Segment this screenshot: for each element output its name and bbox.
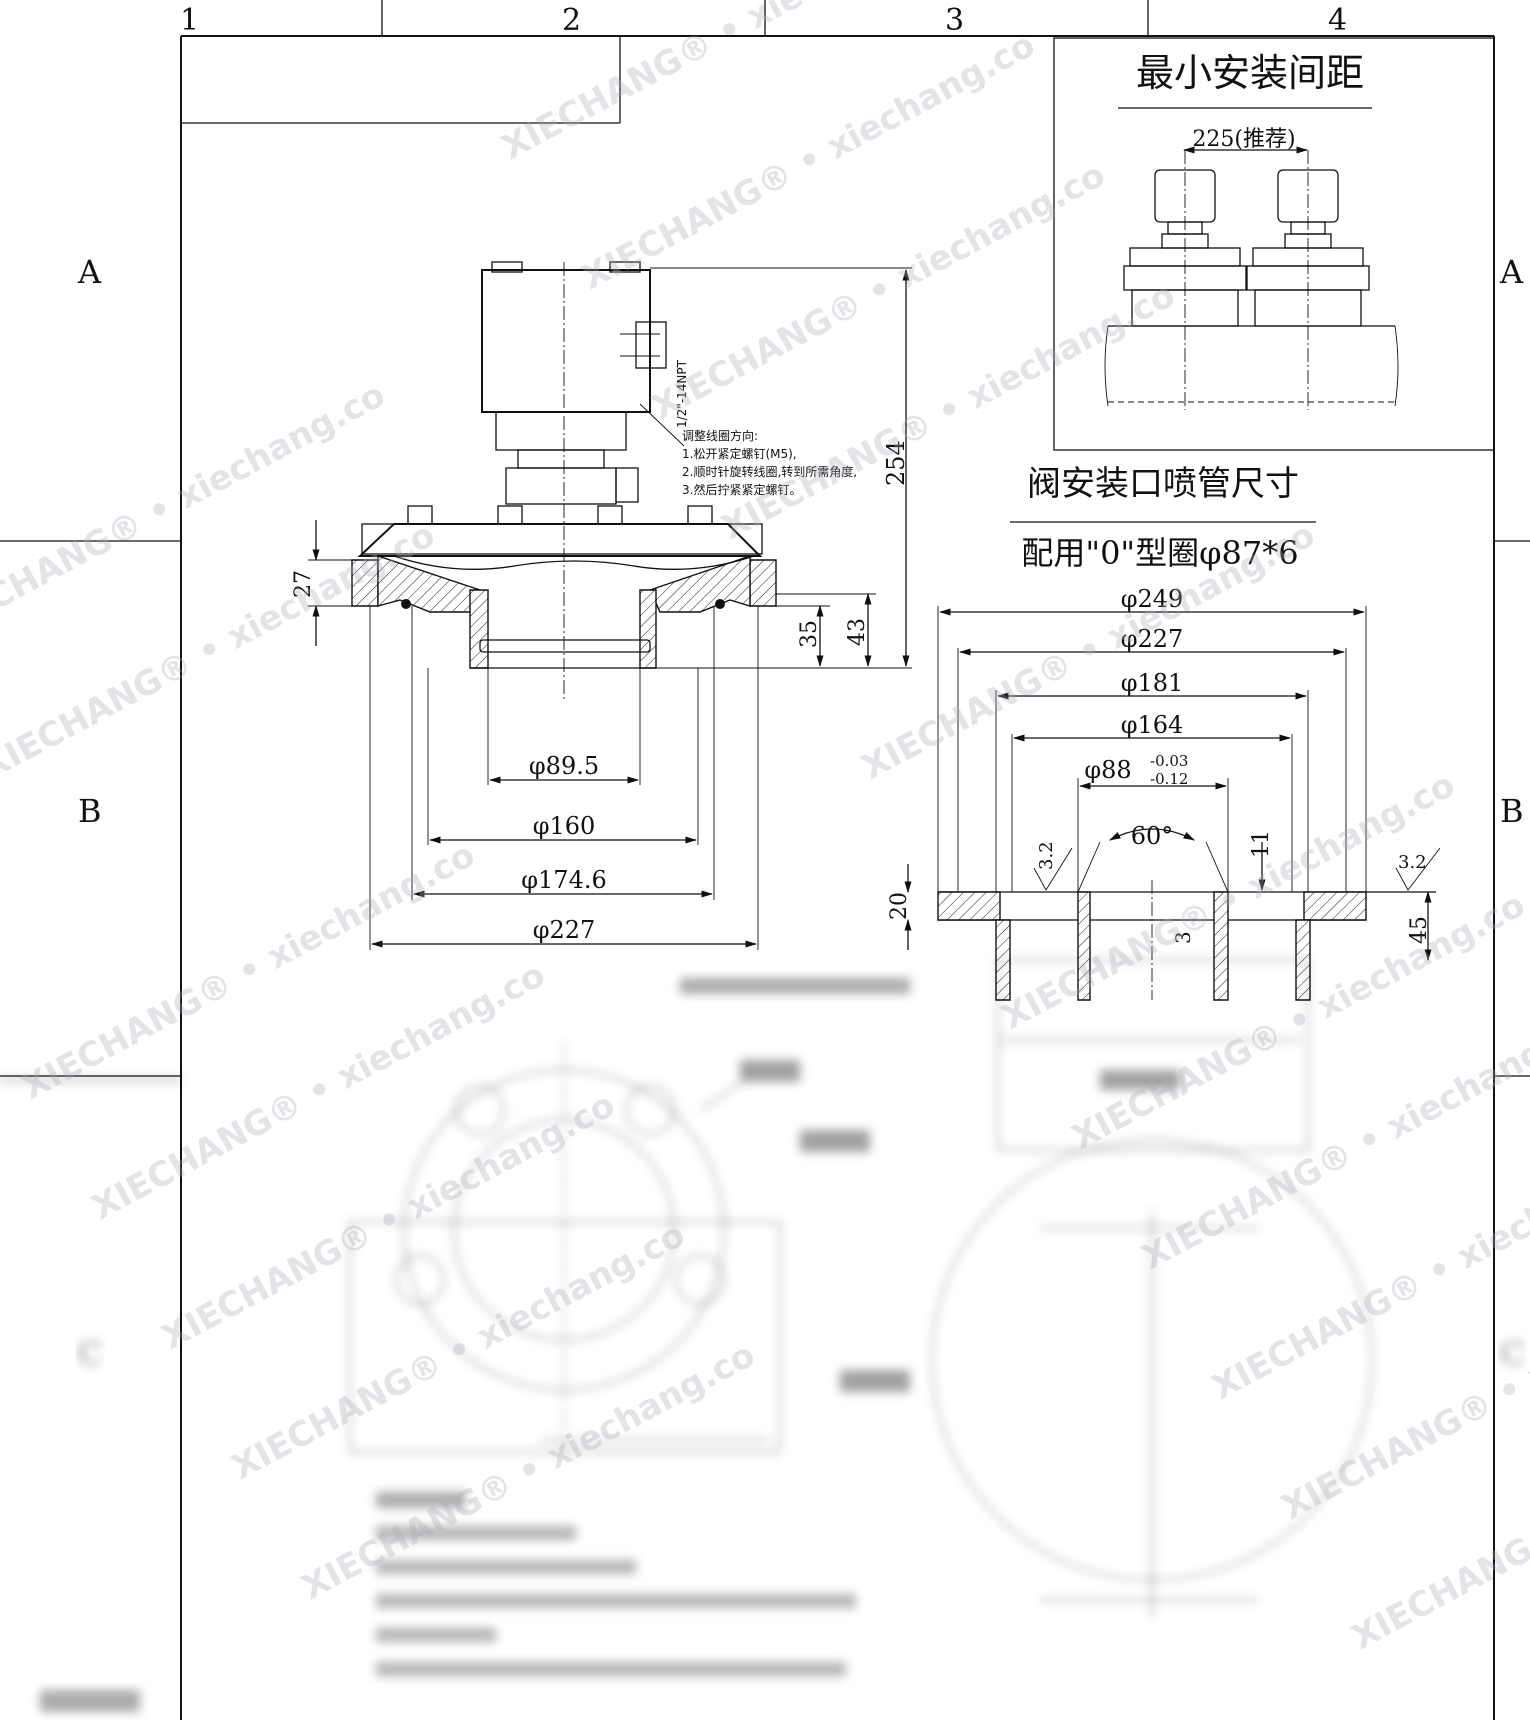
valve-dimensions: 254 27 35 43 φ89.5 φ160 φ174.6 φ227	[291, 267, 912, 948]
tol-lower: -0.12	[1150, 770, 1188, 788]
dim-flange: 27	[291, 570, 316, 598]
coil-note-1: 1.松开紧定螺钉(M5),	[682, 446, 797, 461]
nozzle-section	[937, 606, 1436, 1001]
dim-pipe-d227: φ227	[1121, 625, 1184, 653]
dim-43: 43	[845, 618, 870, 646]
dim-d88: φ88	[1084, 756, 1131, 784]
dim-d227: φ227	[533, 916, 596, 944]
bolt-row	[407, 505, 713, 525]
roughness-left: 3.2	[1036, 841, 1057, 870]
dim-d160: φ160	[533, 812, 596, 840]
column-label-1: 1	[180, 3, 199, 38]
row-label-c-left: C	[78, 1335, 102, 1373]
tol-upper: -0.03	[1150, 752, 1188, 770]
blurred-lower-drawings	[0, 959, 1373, 1712]
watermark-layer: XIECHANG® • xiechang.co XIECHANG® • xiec…	[0, 0, 1530, 1658]
row-label-b-right: B	[1500, 792, 1524, 830]
nozzle-title: 阀安装口喷管尺寸	[1027, 464, 1299, 504]
column-label-2: 2	[562, 3, 581, 38]
valve-pair	[1104, 150, 1399, 410]
dim-d249: φ249	[1121, 585, 1184, 613]
watermark: XIECHANG® • xiechang.co	[715, 275, 1181, 548]
dim-3: 3	[1171, 931, 1195, 944]
dim-11: 11	[1249, 830, 1274, 858]
dim-35: 35	[797, 620, 822, 648]
port-label: 1/2"-14NPT	[675, 359, 689, 428]
row-label-b-left: B	[78, 792, 102, 830]
coil-note-2: 2.顺时针旋转线圈,转到所需角度,	[682, 464, 857, 479]
min-spacing-panel: 最小安装间距 225(推荐)	[1053, 37, 1495, 451]
min-spacing-dim: 225(推荐)	[1192, 127, 1295, 152]
dim-angle: 60°	[1131, 822, 1174, 850]
grid-labels: 1 2 3 4 A B C A B C	[77, 3, 1524, 1373]
roughness-right: 3.2	[1398, 852, 1427, 873]
min-spacing-title: 最小安装间距	[1136, 51, 1364, 95]
dim-d174: φ174.6	[521, 866, 607, 894]
dim-height: 254	[882, 440, 910, 486]
dim-d89: φ89.5	[529, 752, 599, 780]
row-label-a-left: A	[77, 253, 102, 291]
watermark: XIECHANG® • xiechang.co	[15, 835, 481, 1108]
dim-d181: φ181	[1121, 669, 1184, 697]
dim-d164: φ164	[1121, 711, 1184, 739]
row-label-a-right: A	[1499, 253, 1524, 291]
column-label-3: 3	[945, 3, 964, 38]
coil-note-3: 3.然后拧紧紧定螺钉。	[682, 482, 801, 497]
dim-45: 45	[1407, 916, 1432, 944]
valve-section-view	[351, 261, 777, 950]
row-label-c-right: C	[1500, 1335, 1524, 1373]
dim-20: 20	[887, 892, 912, 920]
oring-spec: 配用"0"型圈φ87*6	[1021, 534, 1298, 572]
nozzle-dimensions: φ249 φ227 φ181 φ164 φ88 -0.03 -0.12 60° …	[887, 585, 1441, 962]
watermark: XIECHANG® • xiechang.co	[1205, 1135, 1530, 1408]
coil-note-title: 调整线圈方向:	[682, 428, 758, 443]
column-label-4: 4	[1328, 3, 1347, 38]
